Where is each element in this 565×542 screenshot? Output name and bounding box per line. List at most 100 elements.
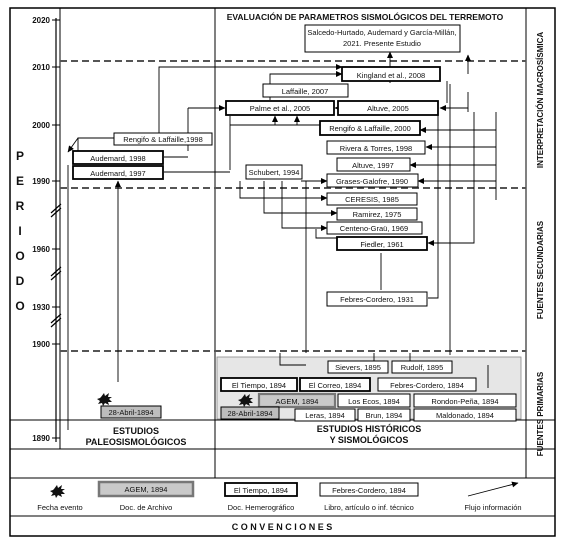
present-study-line1: Salcedo-Hurtado, Audemard y García-Millá…: [307, 28, 456, 37]
flow-arrow: [281, 181, 328, 231]
source-label: Rudolf, 1895: [401, 363, 444, 372]
source-box: Brun, 1894: [357, 408, 411, 422]
source-label: Altuve, 1997: [352, 161, 394, 170]
outer-frame: [9, 7, 556, 537]
period-letter: R: [16, 199, 25, 213]
year-label: 2020: [32, 16, 50, 25]
source-box: Los Ecos, 1894: [337, 393, 411, 408]
axis-break: [50, 203, 62, 218]
year-label: 2010: [32, 63, 50, 72]
flow-arrow: [427, 112, 475, 246]
source-label: Los Ecos, 1894: [348, 397, 400, 406]
source-label: El Correo, 1894: [309, 381, 362, 390]
zone-label-primary: FUENTES PRIMARIAS: [536, 371, 545, 456]
period-letter: O: [15, 299, 24, 313]
source-label: Grases-Galofre, 1990: [336, 177, 408, 186]
source-box: Rengifo & Laffaille,1998: [113, 132, 213, 146]
legend-news-box: [224, 482, 298, 497]
period-axis: 2020 2010 2000 1990 1960 1930 1900 1890 …: [15, 16, 62, 443]
flow-line: [279, 353, 306, 366]
source-label: Ramirez, 1975: [353, 210, 402, 219]
source-label: Palme et al., 2005: [250, 104, 310, 113]
source-label: Schubert, 1994: [249, 168, 300, 177]
period-letter: E: [16, 174, 24, 188]
source-label: Laffaille, 2007: [282, 87, 329, 96]
event-date-label: 28-Abril-1894: [227, 409, 272, 418]
source-label: Brun, 1894: [366, 411, 403, 420]
zone-label-secondary: FUENTES SECUNDARIAS: [536, 220, 545, 319]
legend-archive-box: [97, 480, 195, 498]
source-box: Rivera & Torres, 1998: [326, 140, 426, 155]
flow-arrow: [439, 92, 469, 111]
event-star-icon: [97, 393, 112, 406]
source-label: CERESIS, 1985: [345, 195, 399, 204]
event-date-box: 28-Abril-1894: [220, 406, 280, 420]
legend-news-label: Doc. Hemerográfico: [228, 503, 295, 512]
historic-header-line2: Y SISMOLÓGICOS: [330, 434, 409, 445]
period-letter: O: [15, 249, 24, 263]
source-box: Sievers, 1895: [327, 360, 389, 374]
axis-break: [50, 313, 62, 328]
source-label: Rivera & Torres, 1998: [340, 144, 412, 153]
flow-connectors: [67, 51, 497, 430]
year-label: 2000: [32, 121, 50, 130]
source-box: Altuve, 1997: [336, 157, 411, 172]
source-box: Altuve, 2005: [337, 100, 439, 116]
source-box-archive: AGEM, 1894: [257, 392, 337, 409]
source-box: El Tiempo, 1894: [220, 377, 298, 392]
legend-book-label: Libro, artículo o inf. técnico: [324, 503, 414, 512]
flow-arrow: [158, 64, 343, 138]
source-box: Ramirez, 1975: [336, 207, 418, 221]
year-label: 1960: [32, 245, 50, 254]
source-box: Palme et al., 2005: [225, 100, 335, 116]
source-label: Fiedler, 1961: [360, 240, 403, 249]
source-label: Kingland et al., 2008: [357, 71, 425, 80]
source-label: El Tiempo, 1894: [232, 381, 286, 390]
conventions-title: C O N V E N C I O N E S: [232, 522, 333, 532]
flow-line: [315, 229, 337, 239]
historic-header-line1: ESTUDIOS HISTÓRICOS: [317, 423, 422, 434]
legend-archive-label: Doc. de Archivo: [120, 503, 173, 512]
source-box: Grases-Galofre, 1990: [326, 173, 419, 188]
source-label: AGEM, 1894: [276, 397, 319, 406]
source-box: Rudolf, 1895: [391, 360, 453, 374]
source-label: Maldonado, 1894: [436, 411, 494, 420]
source-box: Leras, 1894: [294, 408, 356, 422]
flow-arrow: [263, 181, 338, 216]
source-label: Febres-Cordero, 1931: [340, 295, 414, 304]
source-label: Altuve, 2005: [367, 104, 409, 113]
source-box: CERESIS, 1985: [326, 192, 418, 206]
source-box: Kingland et al., 2008: [341, 66, 441, 82]
present-study-box: [304, 24, 461, 53]
source-box: Fiedler, 1961: [336, 236, 428, 251]
axis-break: [50, 266, 62, 281]
paleo-header-line1: ESTUDIOS: [113, 426, 159, 436]
period-letter: P: [16, 149, 24, 163]
diagram-title: EVALUACIÓN DE PARAMETROS SISMOLÓGICOS DE…: [227, 11, 504, 22]
source-label: Rengifo & Laffaille,1998: [123, 135, 203, 144]
legend-archive-sample: AGEM, 1894: [125, 485, 168, 494]
year-label: 1990: [32, 177, 50, 186]
source-label: Leras, 1894: [305, 411, 345, 420]
source-box: Audemard, 1997: [72, 165, 164, 180]
year-label: 1900: [32, 340, 50, 349]
year-label: 1930: [32, 303, 50, 312]
source-label: Audemard, 1998: [90, 154, 145, 163]
year-label: 1890: [32, 434, 50, 443]
source-box: Audemard, 1998: [72, 150, 164, 165]
source-label: Rengifo & Laffaille, 2000: [329, 124, 411, 133]
source-box: Febres-Cordero, 1894: [377, 377, 477, 392]
legend-event-label: Fecha evento: [37, 503, 82, 512]
legend: AGEM, 1894 El Tiempo, 1894 Febres-Corder…: [37, 480, 522, 512]
flow-arrow: [67, 137, 79, 153]
source-box: Rengifo & Laffaille, 2000: [319, 120, 421, 136]
event-date-label: 28-Abril-1894: [108, 408, 153, 417]
present-study-line2: 2021. Presente Estudio: [343, 39, 421, 48]
source-box: Centeno-Graü, 1969: [326, 221, 423, 235]
source-box: El Correo, 1894: [299, 377, 371, 392]
source-label: Rondon-Peña, 1894: [431, 397, 498, 406]
event-star-icon: [238, 394, 253, 407]
legend-event-icon: [50, 485, 65, 498]
